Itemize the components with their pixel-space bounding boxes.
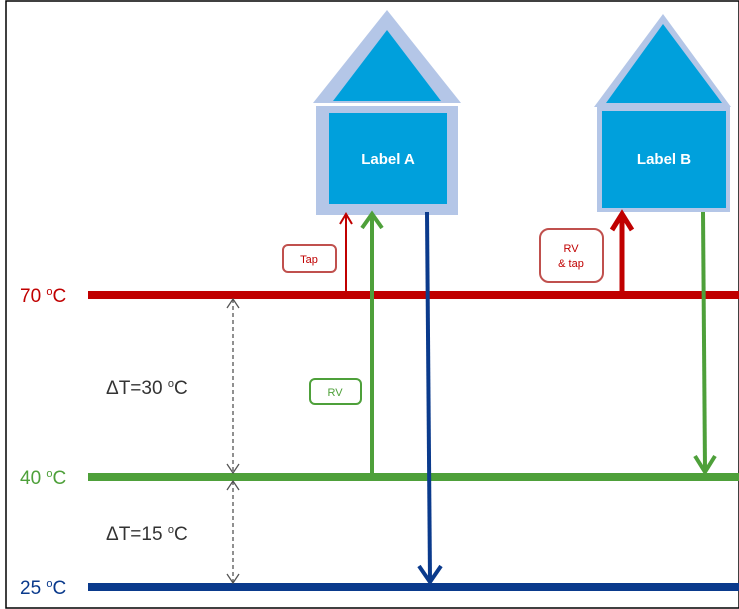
tap-arrow [339,212,353,293]
tag-rv-tap-line1: RV [563,243,579,255]
delta-t-15-dimension [226,479,240,585]
tag-tap-text: Tap [300,254,318,266]
tag-rv-tap-line2: & tap [558,258,584,270]
house-b-roof [606,24,722,103]
house-b: Label B [594,14,731,212]
house-a-roof [333,30,441,101]
return-arrow-a [417,211,443,586]
house-a: Label A [313,10,461,215]
delta-t-30-dimension [226,297,240,475]
house-b-label: Label B [637,151,691,168]
tag-rv-tap: RV & tap [539,228,604,283]
house-a-label: Label A [361,151,415,168]
delta-t-30-label: ΔT=30 oC [106,378,188,399]
house-a-body [329,113,447,204]
house-b-body [602,111,726,208]
diagram-frame [5,0,739,609]
tag-rv: RV [309,378,362,405]
level-label-40: 40 oC [20,468,66,489]
delta-t-15-label: ΔT=15 oC [106,524,188,545]
rv-tap-arrow-b [609,209,635,293]
rv-arrow-a [360,210,384,475]
level-label-25: 25 oC [20,578,66,599]
level-label-70: 70 oC [20,286,66,307]
tag-rv-text: RV [327,387,343,399]
return-arrow-b [693,211,717,476]
tag-tap: Tap [282,244,337,273]
